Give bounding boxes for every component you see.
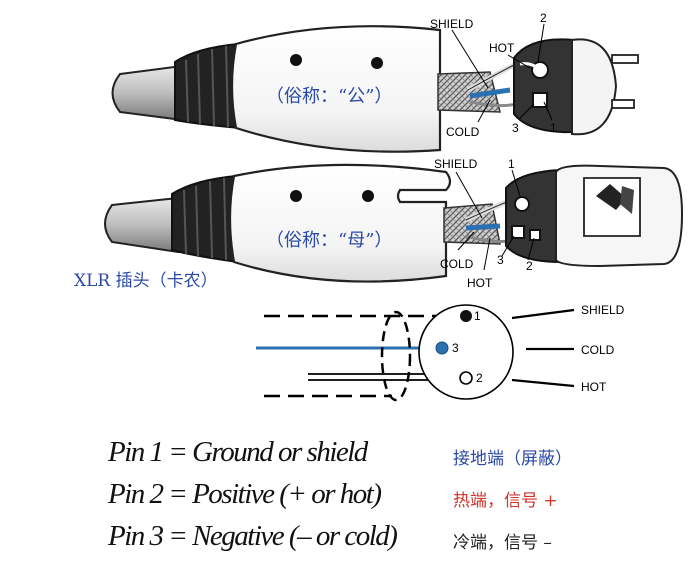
female-shield-label: SHIELD: [434, 157, 478, 171]
female-insert: [505, 168, 564, 264]
male-cold-label: COLD: [446, 125, 480, 139]
male-insert: [513, 38, 580, 134]
female-pin-label-3: 3: [497, 253, 504, 267]
male-pin-label-2: 2: [540, 11, 547, 25]
female-connector: SHIELD COLD HOT 1 3 2 （俗称：“母”）: [104, 157, 684, 290]
male-hot-label: HOT: [489, 41, 515, 55]
female-cold-label: COLD: [440, 257, 474, 271]
schematic-cold-label: COLD: [581, 343, 615, 357]
schematic-pin-label-2: 2: [476, 371, 483, 385]
schematic-pin-2: [459, 371, 473, 385]
male-pin-bottom: [611, 99, 635, 109]
xlr-title: XLR 插头（卡农）: [74, 271, 218, 291]
male-pin-label-3: 3: [512, 121, 519, 135]
schematic-hot-label: HOT: [581, 380, 607, 394]
female-pin-label-1: 1: [508, 157, 515, 171]
male-strain-relief: [174, 42, 242, 130]
male-screw-hole-left: [290, 54, 302, 66]
pin-1-cn: 接地端（屏蔽）: [453, 449, 572, 469]
pin-3-definition: Pin 3 = Negative (– or cold): [108, 520, 398, 552]
schematic-shield-ellipse: [380, 310, 412, 402]
pin-1-row: Pin 1 = Ground or shield 接地端（屏蔽）: [108, 436, 572, 476]
pin-2-row: Pin 2 = Positive (+ or hot) 热端，信号 +: [108, 478, 558, 518]
female-braid: [443, 203, 501, 245]
female-cable: [104, 196, 179, 254]
male-body: [230, 25, 442, 153]
schematic-shield-label: SHIELD: [581, 303, 625, 317]
male-cable: [111, 64, 183, 122]
pin-2-cn: 热端，信号 +: [453, 491, 558, 511]
female-strain-relief: [171, 174, 240, 264]
male-connector: SHIELD HOT COLD 2 3 1 （俗称：“公”）: [111, 11, 639, 153]
schematic-pin-1: [460, 310, 472, 322]
schematic-pin-label-3: 3: [452, 341, 459, 355]
schematic-connector-circle: [418, 304, 514, 400]
female-pin-label-2: 2: [526, 259, 533, 273]
female-screw-hole-left: [290, 190, 302, 202]
pin-3-cn: 冷端，信号 –: [453, 533, 552, 553]
female-body: [228, 163, 452, 283]
male-screw-hole-right: [371, 57, 383, 69]
male-pin-top: [611, 54, 639, 64]
pin-1-definition: Pin 1 = Ground or shield: [108, 436, 368, 468]
male-pin-label-1: 1: [550, 121, 557, 135]
schematic-pin-label-1: 1: [474, 309, 481, 323]
female-hot-label: HOT: [467, 276, 493, 290]
female-screw-hole-right: [362, 190, 374, 202]
pin-2-definition: Pin 2 = Positive (+ or hot): [108, 478, 382, 510]
xlr-schematic: 1 3 2 SHIELD COLD HOT: [256, 303, 625, 402]
male-caption: （俗称：“公”）: [266, 86, 392, 107]
pin-3-row: Pin 3 = Negative (– or cold) 冷端，信号 –: [108, 520, 552, 560]
female-caption: （俗称：“母”）: [266, 230, 392, 251]
male-shell: [571, 38, 618, 136]
male-shield-label: SHIELD: [430, 17, 474, 31]
schematic-pin-3: [435, 341, 449, 355]
